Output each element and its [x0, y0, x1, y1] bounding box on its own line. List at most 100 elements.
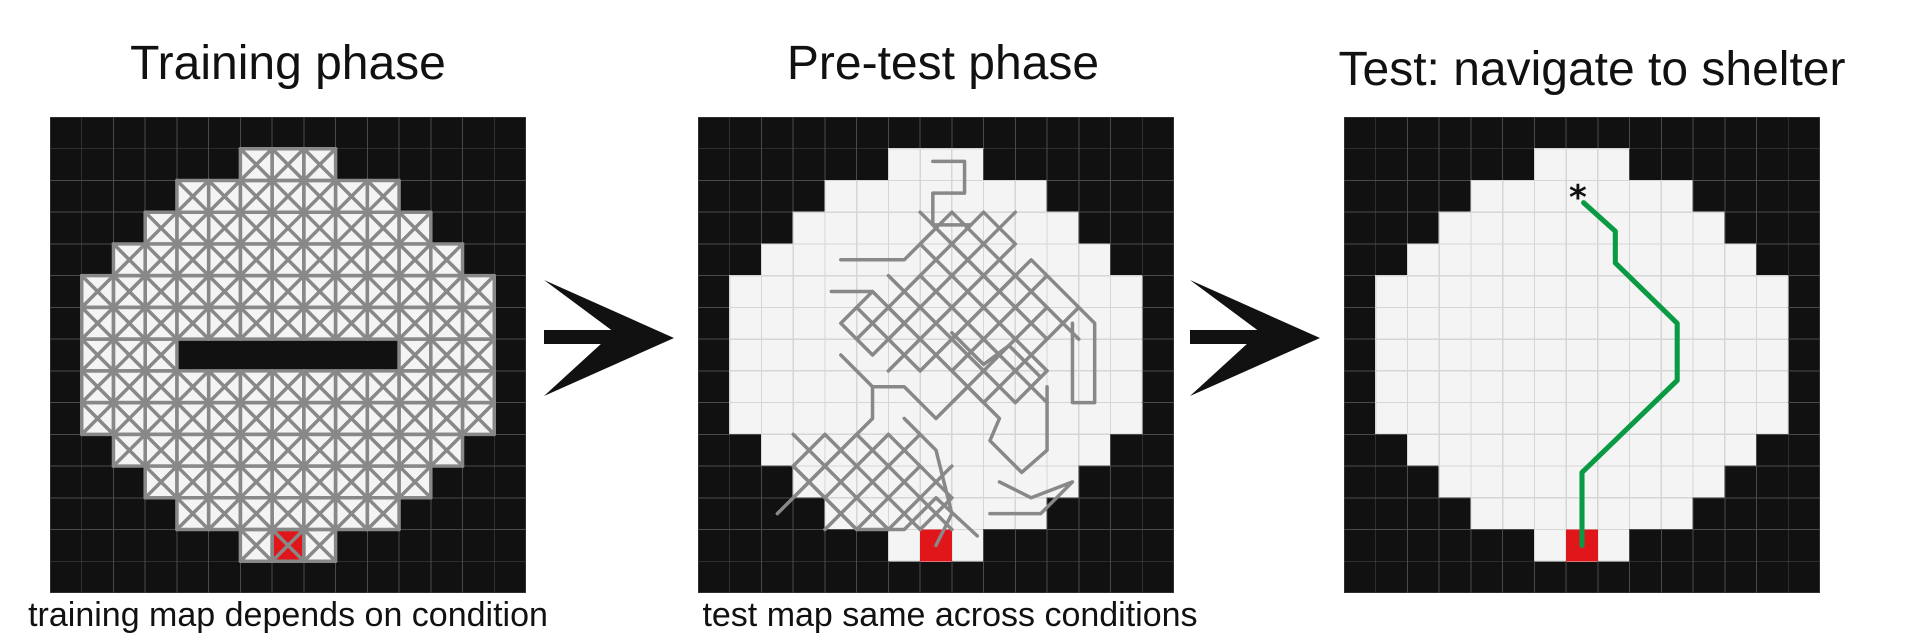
floor-cell — [729, 306, 763, 340]
floor-cell — [1597, 465, 1631, 499]
floor-cell — [951, 465, 985, 499]
floor-cell — [760, 306, 794, 340]
floor-cell — [1375, 338, 1409, 372]
floor-cell — [951, 179, 985, 213]
barrier-wall — [176, 339, 400, 371]
floor-cell — [729, 370, 763, 404]
floor-cell — [1660, 179, 1694, 213]
floor-cell — [1470, 275, 1504, 309]
floor-cell — [1470, 433, 1504, 467]
floor-cell — [887, 211, 921, 245]
floor-cell — [1078, 401, 1112, 435]
floor-cell — [1628, 306, 1662, 340]
floor-cell — [1628, 433, 1662, 467]
floor-cell — [1533, 211, 1567, 245]
floor-cell — [1660, 497, 1694, 531]
floor-cell — [1406, 370, 1440, 404]
floor-cell — [824, 370, 858, 404]
escape-path — [1579, 200, 1680, 548]
floor-cell — [1406, 275, 1440, 309]
floor-cell — [1660, 211, 1694, 245]
panel-title-pretest: Pre-test phase — [786, 37, 1100, 90]
floor-cell — [1109, 401, 1143, 435]
floor-cell — [1597, 528, 1631, 562]
floor-cell — [1565, 275, 1599, 309]
floor-cell — [1502, 370, 1536, 404]
floor-cell — [1660, 275, 1694, 309]
floor-cell — [1046, 433, 1080, 467]
floor-cell — [1470, 401, 1504, 435]
floor-cell — [792, 306, 826, 340]
floor-cell — [1109, 275, 1143, 309]
floor-cell — [1502, 243, 1536, 277]
floor-cell — [1628, 179, 1662, 213]
floor-cell — [1597, 179, 1631, 213]
floor-cell — [1755, 275, 1789, 309]
floor-cell — [1660, 243, 1694, 277]
floor-cell — [919, 148, 953, 182]
pretest-map — [698, 117, 1174, 593]
floor-cell — [1628, 243, 1662, 277]
floor-cell — [1533, 497, 1567, 531]
floor-cell — [760, 338, 794, 372]
floor-cell — [792, 211, 826, 245]
floor-cell — [1470, 306, 1504, 340]
floor-cell — [1470, 497, 1504, 531]
floor-cell — [919, 179, 953, 213]
floor-cell — [1692, 306, 1726, 340]
floor-cell — [1109, 306, 1143, 340]
floor-cell — [887, 528, 921, 562]
floor-cell — [1502, 433, 1536, 467]
floor-cell — [1406, 433, 1440, 467]
floor-cell — [982, 179, 1016, 213]
floor-cell — [760, 243, 794, 277]
test-map — [1344, 117, 1820, 593]
start-marker: * — [1569, 178, 1587, 218]
floor-cell — [1406, 243, 1440, 277]
floor-cell — [1470, 211, 1504, 245]
floor-cell — [1533, 465, 1567, 499]
floor-cell — [1660, 465, 1694, 499]
floor-cell — [729, 338, 763, 372]
floor-cell — [1755, 401, 1789, 435]
floor-cell — [1660, 433, 1694, 467]
floor-cell — [1375, 306, 1409, 340]
floor-cell — [1533, 148, 1567, 182]
floor-cell — [1533, 179, 1567, 213]
floor-cell — [1014, 179, 1048, 213]
floor-cell — [1597, 497, 1631, 531]
floor-cell — [1533, 243, 1567, 277]
floor-cell — [1438, 465, 1472, 499]
caption-training: training map depends on condition — [28, 596, 548, 634]
floor-cell — [1438, 433, 1472, 467]
floor-cell — [1692, 275, 1726, 309]
floor-cell — [1724, 243, 1758, 277]
floor-cell — [792, 370, 826, 404]
floor-cell — [1724, 306, 1758, 340]
floor-cell — [1597, 338, 1631, 372]
floor-cell — [760, 401, 794, 435]
floor-cell — [1470, 338, 1504, 372]
floor-cell — [1597, 306, 1631, 340]
floor-cell — [951, 433, 985, 467]
floor-cell — [1470, 243, 1504, 277]
floor-cell — [1438, 275, 1472, 309]
floor-cell — [760, 275, 794, 309]
floor-cell — [729, 401, 763, 435]
floor-cell — [1724, 275, 1758, 309]
wall-cell — [1141, 560, 1174, 593]
floor-cell — [1533, 433, 1567, 467]
floor-cell — [1502, 275, 1536, 309]
floor-cell — [1502, 211, 1536, 245]
floor-cell — [1597, 370, 1631, 404]
floor-cell — [1533, 528, 1567, 562]
floor-cell — [792, 275, 826, 309]
floor-cell — [1078, 433, 1112, 467]
floor-cell — [1755, 370, 1789, 404]
floor-cell — [1724, 370, 1758, 404]
wall-cell — [1787, 560, 1820, 593]
floor-cell — [856, 211, 890, 245]
floor-cell — [887, 148, 921, 182]
floor-cell — [1597, 275, 1631, 309]
floor-cell — [1692, 370, 1726, 404]
